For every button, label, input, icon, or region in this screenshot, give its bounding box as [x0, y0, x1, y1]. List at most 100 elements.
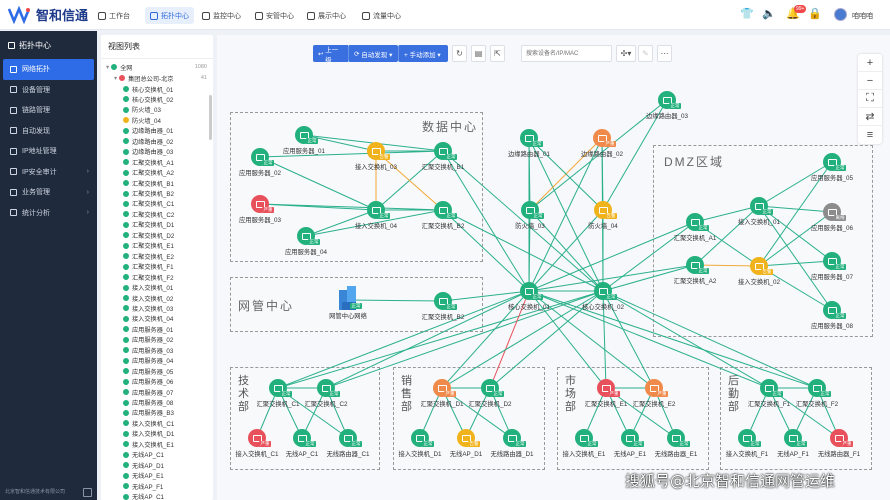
tree-node-label: 防火墙_03	[132, 107, 161, 115]
tree-node[interactable]: 应用服务器_03	[101, 345, 213, 355]
tree-node[interactable]: 防火墙_04	[101, 115, 213, 125]
tree-node[interactable]: 汇聚交换机_C1	[101, 199, 213, 209]
tree-node[interactable]: 接入交换机_04	[101, 314, 213, 324]
tree-node[interactable]: 应用服务器_01	[101, 324, 213, 334]
tree-node[interactable]: 应用服务器_05	[101, 366, 213, 376]
status-badge: 严重	[604, 141, 616, 147]
search-input[interactable]	[521, 45, 612, 62]
sidebar-item-label: IP安全审计	[22, 168, 57, 176]
tree-node[interactable]: 核心交换机_02	[101, 94, 213, 104]
zoom-in-button[interactable]: +	[858, 54, 882, 72]
tab-monitor[interactable]: 监控中心	[197, 7, 246, 24]
lock-icon[interactable]: 🔒	[808, 8, 822, 20]
collapse-sidebar-icon[interactable]	[83, 488, 92, 497]
tab-security[interactable]: 安管中心	[250, 7, 299, 24]
tree-node[interactable]: 汇聚交换机_B1	[101, 178, 213, 188]
tree-node[interactable]: 汇聚交换机_E2	[101, 251, 213, 261]
auto-discover-button[interactable]: ⟳ 自动发现 ▾	[348, 45, 398, 62]
device-label: 网管中心网络	[329, 313, 367, 320]
status-badge: 正常	[834, 264, 846, 270]
tree-node[interactable]: 防火墙_03	[101, 105, 213, 115]
region-label-mgmt: 网管中心	[238, 299, 295, 313]
tree-node[interactable]: 接入交换机_01	[101, 283, 213, 293]
tree-node[interactable]: 边缘路由器_01	[101, 126, 213, 136]
user-name[interactable]: 咱咱咱	[852, 13, 873, 20]
tree-node[interactable]: 接入交换机_03	[101, 303, 213, 313]
status-badge: 离线	[834, 215, 846, 221]
tree-node[interactable]: 应用服务器_08	[101, 398, 213, 408]
device-label: 应用服务器_02	[239, 170, 281, 177]
sidebar-item[interactable]: 统计分析›	[0, 203, 97, 224]
tree-node[interactable]: 边缘路由器_02	[101, 136, 213, 146]
tree-scrollbar[interactable]	[209, 95, 212, 140]
tree-node[interactable]: 边缘路由器_03	[101, 147, 213, 157]
tree-node[interactable]: 应用服务器_06	[101, 377, 213, 387]
reload-icon[interactable]: ↻	[452, 45, 467, 62]
sidebar-item[interactable]: 设备管理	[0, 80, 97, 101]
tree-node[interactable]: 汇聚交换机_D2	[101, 230, 213, 240]
tree-node[interactable]: 汇聚交换机_E1	[101, 241, 213, 251]
brand-logo[interactable]: 智和信通	[7, 5, 88, 24]
sidebar-item[interactable]: 网络拓扑	[3, 59, 94, 80]
sidebar-item[interactable]: 链路管理	[0, 100, 97, 121]
save-icon[interactable]: ▤	[471, 45, 486, 62]
status-badge: 严重	[444, 391, 456, 397]
tree-node[interactable]: 应用服务器_B3	[101, 408, 213, 418]
tree-node[interactable]: 汇聚交换机_A1	[101, 157, 213, 167]
speaker-icon[interactable]: 🔈	[762, 8, 776, 20]
more-icon[interactable]: ⋯	[657, 45, 672, 62]
sidebar-item[interactable]: 业务管理›	[0, 182, 97, 203]
device-label: 边缘路由器_02	[581, 151, 623, 158]
status-badge: 正常	[308, 239, 320, 245]
tree-node[interactable]: 汇聚交换机_D1	[101, 220, 213, 230]
tree-node[interactable]: 汇聚交换机_C2	[101, 209, 213, 219]
sidebar-item[interactable]: 自动发现	[0, 121, 97, 142]
tab-topology[interactable]: 拓扑中心	[145, 7, 194, 24]
tree-node[interactable]: 无线AP_C1	[101, 450, 213, 460]
layout-select-icon[interactable]: ✣▾	[616, 45, 636, 62]
tree-node-label: 接入交换机_E1	[132, 441, 174, 449]
tree-node[interactable]: 核心交换机_01	[101, 84, 213, 94]
tab-display[interactable]: 展示中心	[302, 7, 351, 24]
device-label: 边缘路由器_03	[646, 113, 688, 120]
tree-node[interactable]: 无线AP_D1	[101, 460, 213, 470]
fit-view-icon[interactable]: ⛶	[858, 90, 882, 108]
tree-node[interactable]: 接入交换机_D1	[101, 429, 213, 439]
zoom-out-button[interactable]: −	[858, 72, 882, 90]
tree-node[interactable]: 无线AP_C1	[101, 492, 213, 500]
tree-node[interactable]: 汇聚交换机_B2	[101, 189, 213, 199]
device-label: 接入交换机_02	[738, 279, 780, 286]
topology-icon	[150, 11, 158, 20]
tree-node[interactable]: 汇聚交换机_F2	[101, 272, 213, 282]
avatar[interactable]	[834, 8, 847, 21]
tree-node[interactable]: 无线AP_F1	[101, 481, 213, 491]
tree-node[interactable]: 应用服务器_02	[101, 335, 213, 345]
manual-add-button[interactable]: + 手动添加 ▾	[398, 45, 448, 62]
tree-node[interactable]: 应用服务器_04	[101, 356, 213, 366]
sidebar-item-label: 设备管理	[22, 86, 50, 94]
sidebar-item[interactable]: IP安全审计›	[0, 162, 97, 183]
caret-down-icon[interactable]: ▾	[114, 74, 118, 82]
menu-icon[interactable]: ≡	[866, 129, 874, 141]
status-badge: 严重	[841, 441, 853, 447]
tree-node[interactable]: 无线AP_E1	[101, 471, 213, 481]
tree-node[interactable]: 接入交换机_E1	[101, 439, 213, 449]
edit-icon[interactable]: ✎	[638, 45, 653, 62]
caret-down-icon[interactable]: ▾	[106, 63, 110, 71]
tree-node[interactable]: 接入交换机_C1	[101, 418, 213, 428]
tree-node[interactable]: 应用服务器_07	[101, 387, 213, 397]
up-level-button[interactable]: ↩ 上一级	[313, 45, 348, 64]
tree-node[interactable]: 汇聚交换机_A2	[101, 168, 213, 178]
tab-traffic[interactable]: 流量中心	[357, 7, 406, 24]
sidebar-item[interactable]: IP地址管理	[0, 141, 97, 162]
sync-icon[interactable]: ⇄	[858, 108, 882, 126]
tree-node[interactable]: 接入交换机_02	[101, 293, 213, 303]
shirt-icon[interactable]: 👕	[740, 8, 754, 20]
tree-node-label: 边缘路由器_03	[132, 149, 174, 157]
device-label: 防火墙_03	[515, 223, 545, 230]
tab-workbench[interactable]: 工作台	[93, 7, 135, 24]
tree-node[interactable]: 汇聚交换机_F1	[101, 262, 213, 272]
export-icon[interactable]: ⇱	[490, 45, 505, 62]
